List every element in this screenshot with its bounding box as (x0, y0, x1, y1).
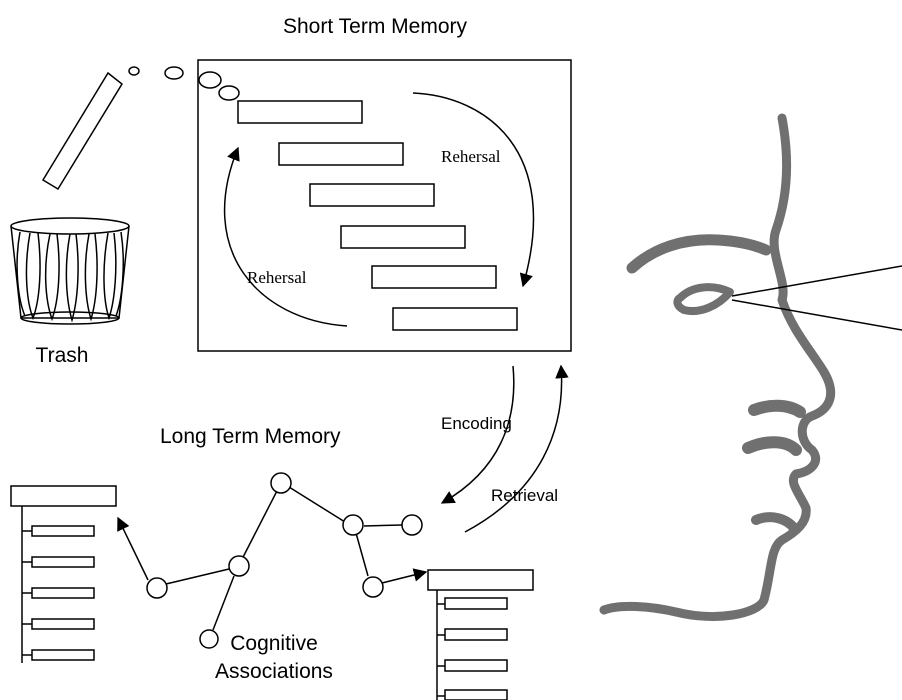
bubble (128, 66, 140, 76)
memory-item (237, 100, 363, 124)
cognitive-associations-label-line1: Cognitive (230, 632, 318, 655)
short-term-memory-title: Short Term Memory (283, 15, 467, 38)
rehearsal-arrow-right (412, 92, 535, 288)
discarded-item (41, 71, 123, 191)
association-nodes (146, 472, 423, 649)
memory-item (278, 142, 404, 166)
thought-bubbles (128, 66, 240, 101)
list-item (444, 689, 508, 700)
memory-item (392, 307, 518, 331)
list-item (31, 618, 95, 630)
list-header (10, 485, 117, 507)
cognitive-associations-label-line2: Associations (215, 660, 333, 683)
short-term-memory-box (197, 59, 572, 352)
list-item (31, 525, 95, 537)
rehearsal-label-right: Rehersal (441, 147, 501, 166)
association-node (342, 514, 364, 536)
face-profile-icon (599, 113, 836, 621)
association-node (199, 629, 219, 649)
association-node (270, 472, 292, 494)
encoding-label: Encoding (441, 414, 512, 433)
association-node (228, 555, 250, 577)
memory-item (309, 183, 435, 207)
association-node (146, 577, 168, 599)
bubble (164, 66, 184, 80)
rehearsal-arrow-left (223, 146, 348, 327)
bubble (198, 71, 222, 89)
association-edges (117, 486, 428, 631)
list-item (31, 649, 95, 661)
trash-can-icon (10, 217, 130, 325)
list-item (444, 659, 508, 672)
list-header (427, 569, 534, 591)
bubble (218, 85, 240, 101)
encoding-arrow (440, 365, 515, 504)
long-term-memory-title: Long Term Memory (160, 425, 341, 448)
retrieval-label: Retrieval (491, 486, 558, 505)
memory-item (371, 265, 497, 289)
list-item (444, 597, 508, 610)
rehearsal-label-left: Rehersal (247, 268, 307, 287)
retrieval-arrow (464, 364, 569, 533)
short-term-memory-items (237, 100, 518, 331)
gaze-lines (731, 265, 902, 331)
list-item (444, 628, 508, 641)
association-node (362, 576, 384, 598)
list-item (31, 587, 95, 599)
long-term-memory-list-right (427, 569, 534, 700)
memory-item (340, 225, 466, 249)
trash-label: Trash (36, 344, 89, 367)
long-term-memory-list-left (10, 485, 117, 663)
association-node (401, 514, 423, 536)
list-item (31, 556, 95, 568)
